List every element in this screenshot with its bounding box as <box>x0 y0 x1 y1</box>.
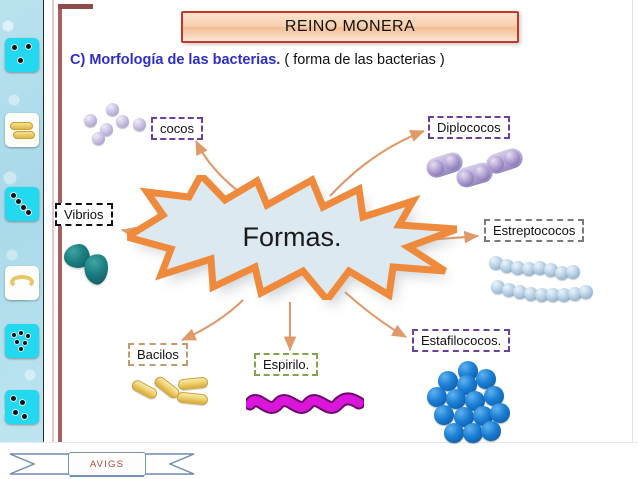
slide-right-edge <box>632 0 633 443</box>
ribbon-tails <box>9 453 195 475</box>
chain-dot-icon <box>20 204 27 211</box>
art-diplococos <box>423 145 540 191</box>
art-estreptococos <box>489 250 615 310</box>
cluster-dot-icon <box>18 330 24 336</box>
frame-corner-bracket <box>58 4 93 9</box>
diplo-dot-icon <box>10 395 17 402</box>
cluster-dot-icon <box>11 332 17 338</box>
label-bacilos-text: Bacilos <box>137 347 179 362</box>
chain-dot-icon <box>25 209 32 216</box>
page-title: REINO MONERA <box>284 18 416 35</box>
label-vibrios-text: Vibrios <box>64 207 104 222</box>
label-cocos-text: cocos <box>160 121 194 136</box>
footer-badge[interactable]: AVIGS <box>68 452 146 476</box>
label-cocos[interactable]: cocos <box>151 117 203 140</box>
rod-icon <box>10 122 33 130</box>
label-estreptococos-text: Estreptococos <box>493 223 576 238</box>
sidebar-tile-bacilos[interactable] <box>5 113 39 147</box>
label-espirilo[interactable]: Espirilo. <box>254 353 319 376</box>
sidebar-tile-estafilococos[interactable] <box>5 324 39 358</box>
label-estafilococos-text: Estafilococos. <box>421 333 502 348</box>
art-vibrios <box>62 240 124 288</box>
center-starburst: Formas. <box>127 175 463 308</box>
label-diplococos[interactable]: Diplococos <box>428 116 510 139</box>
sidebar-texture-strip <box>0 0 44 443</box>
art-bacilos <box>129 374 223 420</box>
subtitle-bold: C) Morfología de las bacterias. <box>70 52 281 68</box>
arrow-to-bacilos <box>181 299 244 341</box>
curved-rod-icon <box>10 275 34 289</box>
cluster-dot-icon <box>22 340 28 346</box>
chain-dot-icon <box>10 192 17 199</box>
label-vibrios[interactable]: Vibrios <box>55 203 113 226</box>
sidebar-tile-diplococos[interactable] <box>5 390 39 424</box>
spirillum-shape <box>243 392 366 414</box>
art-estafilococos <box>424 361 520 447</box>
sidebar-tile-cocos[interactable] <box>5 38 39 72</box>
diplo-dot-icon <box>21 413 28 420</box>
diplo-dot-icon <box>19 399 26 406</box>
label-estafilococos[interactable]: Estafilococos. <box>412 329 511 352</box>
cluster-dot-icon <box>18 346 24 352</box>
label-espirilo-text: Espirilo. <box>263 357 310 372</box>
slide-bottom-edge <box>0 442 638 443</box>
cocci-dot-icon <box>11 44 18 51</box>
subtitle-note: ( forma de las bacterias ) <box>284 52 445 68</box>
cocci-dot-icon <box>25 43 32 50</box>
cocci-dot-icon <box>17 57 24 64</box>
subtitle: C) Morfología de las bacterias. ( forma … <box>70 52 445 68</box>
title-banner: REINO MONERA <box>181 11 519 43</box>
arrow-to-diplococos <box>329 130 425 197</box>
rod-icon <box>13 131 35 139</box>
chain-dot-icon <box>15 198 22 205</box>
label-bacilos[interactable]: Bacilos <box>128 343 188 366</box>
starburst-shape <box>127 175 457 300</box>
footer-label: AVIGS <box>89 458 125 470</box>
cluster-dot-icon <box>14 339 20 345</box>
sidebar-tile-estreptococos[interactable] <box>5 187 39 221</box>
frame-accent-line <box>52 0 54 443</box>
arrow-to-estafilococos <box>344 291 407 338</box>
label-diplococos-text: Diplococos <box>437 120 501 135</box>
footer-ribbon: AVIGS <box>8 452 196 477</box>
diplo-dot-icon <box>12 409 19 416</box>
label-estreptococos[interactable]: Estreptococos <box>484 219 585 242</box>
cluster-dot-icon <box>25 333 31 339</box>
art-cocos <box>78 101 150 145</box>
art-espirilo <box>243 390 366 420</box>
sidebar-tile-vibrios[interactable] <box>5 266 39 300</box>
